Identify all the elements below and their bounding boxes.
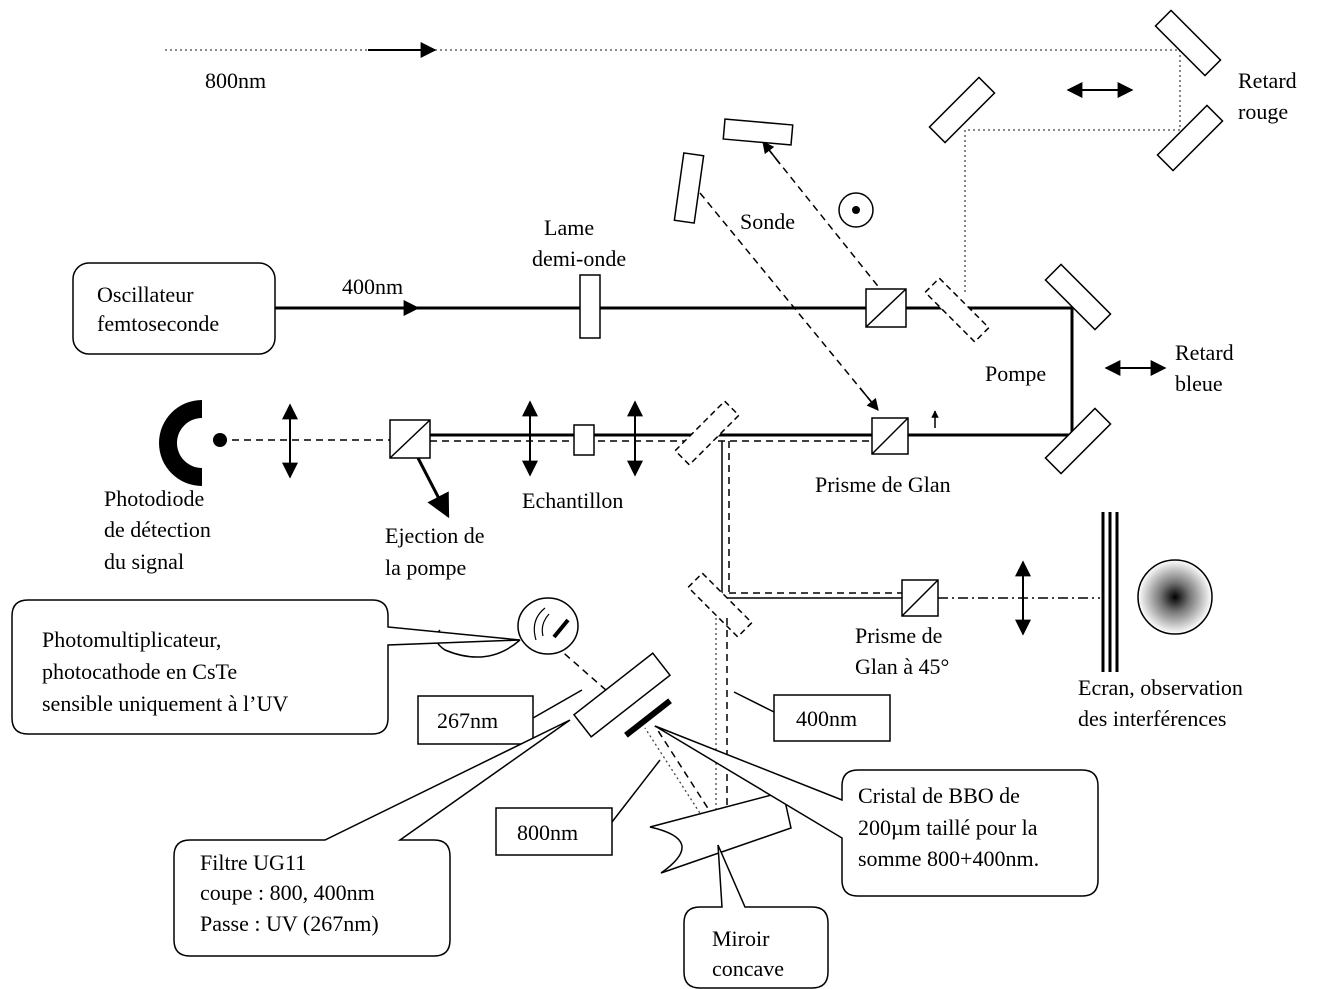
pump-ejection-arrow <box>416 457 450 519</box>
label-pm-2: photocathode en CsTe <box>42 659 237 684</box>
oscillator-box[interactable] <box>72 262 276 355</box>
label-screen-1: Ecran, observation <box>1078 675 1243 700</box>
bbo-callout <box>654 725 1099 897</box>
interference-pattern-icon <box>1137 559 1213 635</box>
label-pm-1: Photomultiplicateur, <box>42 627 221 652</box>
label-blue-delay-1: Retard <box>1175 340 1234 365</box>
mirror-blue-delay-2[interactable] <box>1044 407 1112 475</box>
photodiode-icon[interactable] <box>159 400 227 486</box>
probe-arrow-head-2 <box>859 387 879 411</box>
glan-prism-45[interactable] <box>901 579 939 617</box>
label-filter-2: coupe : 800, 400nm <box>200 880 375 905</box>
beamsplitter-cube-1[interactable] <box>865 288 907 328</box>
label-400nm-box: 400nm <box>796 706 857 731</box>
label-ejection-2: la pompe <box>385 555 466 580</box>
box-800nm <box>495 807 613 856</box>
concave-mirror[interactable] <box>649 791 792 874</box>
label-screen-2: des interférences <box>1078 706 1226 731</box>
label-267nm: 267nm <box>437 708 498 733</box>
label-filter-3: Passe : UV (267nm) <box>200 911 379 936</box>
label-half-wave-2: demi-onde <box>532 246 626 271</box>
label-glan-45-2: Glan à 45° <box>855 654 949 679</box>
label-photodiode-3: du signal <box>104 549 184 574</box>
label-red-delay-2: rouge <box>1238 99 1288 124</box>
beam-800nm-red <box>165 49 1181 295</box>
beamsplitter-ejection[interactable] <box>389 419 431 459</box>
filter-callout <box>173 719 571 957</box>
dashed-splitter-interf[interactable] <box>674 400 740 466</box>
pointer-800nm <box>611 759 661 823</box>
label-bbo-1: Cristal de BBO de <box>858 783 1020 808</box>
label-800nm-top: 800nm <box>205 68 266 93</box>
mirror-blue-delay-1[interactable] <box>1044 263 1112 331</box>
pointer-267nm <box>532 689 583 719</box>
mirror-red-3[interactable] <box>928 76 996 144</box>
bbo-crystal[interactable] <box>624 698 672 738</box>
label-photodiode-2: de détection <box>104 517 211 542</box>
polarization-out-of-plane-icon <box>838 192 874 228</box>
label-pump: Pompe <box>985 361 1046 386</box>
mirror-probe-left[interactable] <box>673 152 705 224</box>
half-wave-plate[interactable] <box>579 274 601 339</box>
label-pm-3: sensible uniquement à l’UV <box>42 691 288 716</box>
label-filter-1: Filtre UG11 <box>200 850 306 875</box>
label-bbo-3: somme 800+400nm. <box>858 846 1039 871</box>
probe-arrow-head-1 <box>762 141 781 165</box>
pointer-400nm <box>733 691 775 713</box>
label-bbo-2: 200µm taillé pour la <box>858 815 1038 840</box>
box-267nm <box>417 695 534 745</box>
label-half-wave-1: Lame <box>544 215 594 240</box>
label-glan-prism: Prisme de Glan <box>815 472 951 497</box>
photomultiplier-icon[interactable] <box>435 597 579 658</box>
photomultiplier-callout <box>11 599 521 735</box>
label-ejection-1: Ejection de <box>385 523 485 548</box>
box-400nm <box>773 694 891 742</box>
filter-ug11[interactable] <box>572 652 672 738</box>
label-glan-45-1: Prisme de <box>855 623 942 648</box>
label-mirror-2: concave <box>712 956 784 981</box>
label-oscillator-1: Oscillateur <box>97 282 194 307</box>
mirror-red-delay-1[interactable] <box>1154 9 1222 77</box>
mirror-red-delay-2[interactable] <box>1156 104 1224 172</box>
beam-400nm-reflect <box>654 725 728 839</box>
dashed-splitter-lower[interactable] <box>687 572 753 638</box>
glan-prism[interactable] <box>871 417 909 455</box>
observation-screen[interactable] <box>1101 512 1119 672</box>
sample[interactable] <box>573 424 595 456</box>
label-mirror-1: Miroir <box>712 926 770 951</box>
label-400nm-main: 400nm <box>342 274 403 299</box>
mirror-probe-top[interactable] <box>722 118 794 146</box>
mirror-callout <box>683 844 829 989</box>
label-oscillator-2: femtoseconde <box>97 311 219 336</box>
probe-beam <box>699 144 886 411</box>
label-probe: Sonde <box>740 209 795 234</box>
label-photodiode-1: Photodiode <box>104 486 204 511</box>
label-sample: Echantillon <box>522 488 623 513</box>
label-red-delay-1: Retard <box>1238 68 1297 93</box>
label-800nm-box: 800nm <box>517 820 578 845</box>
dashed-splitter-pump[interactable] <box>924 277 990 343</box>
label-blue-delay-2: bleue <box>1175 371 1223 396</box>
